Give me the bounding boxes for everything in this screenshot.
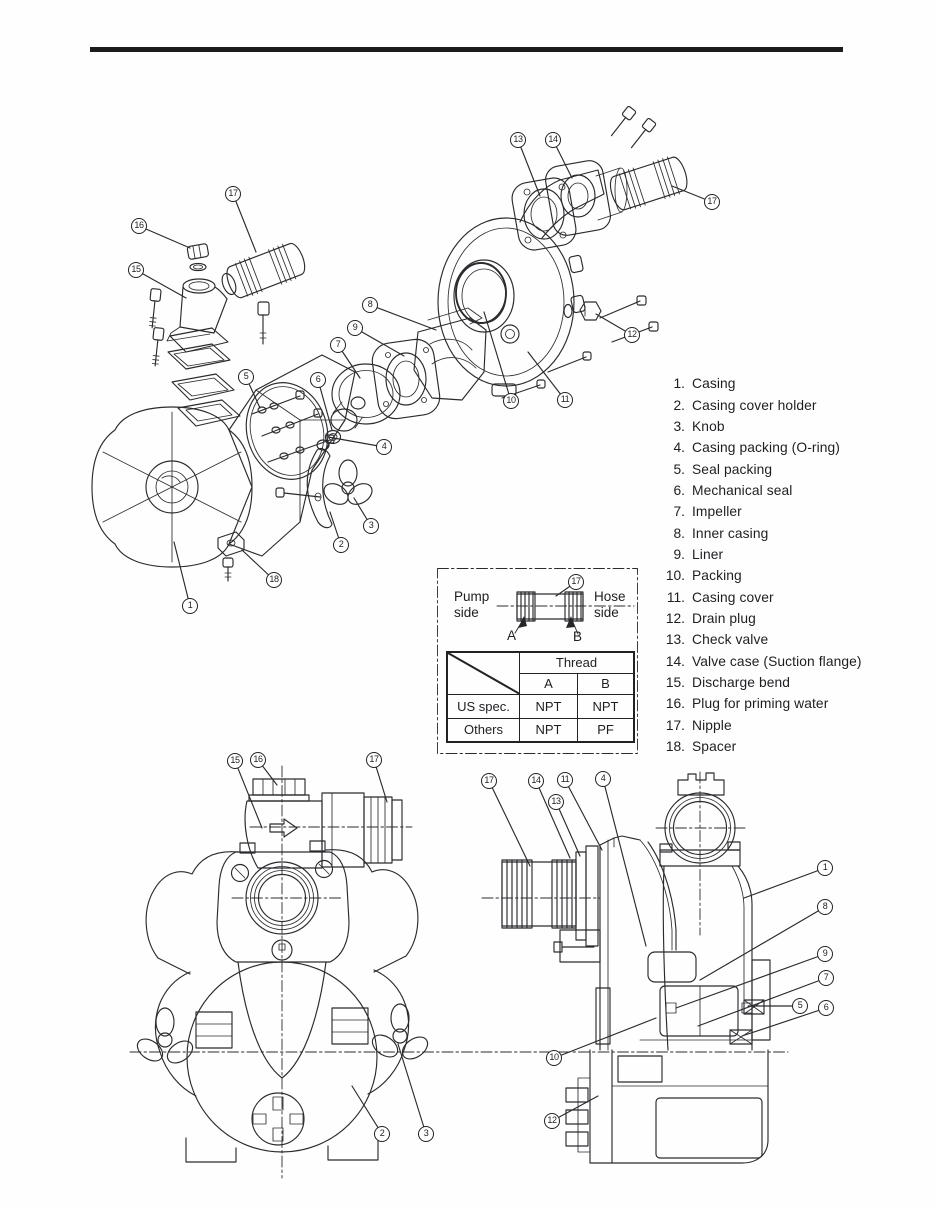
part-number: 13.	[665, 632, 685, 648]
front-view-drawing	[129, 765, 789, 1179]
part-label: Plug for priming water	[692, 696, 829, 712]
parts-list-item: 8. Inner casing	[660, 522, 862, 543]
part-label: Discharge bend	[692, 674, 791, 690]
side-view-drawing	[481, 771, 771, 1164]
parts-list-item: 7. Impeller	[660, 501, 862, 522]
part-number: 16.	[665, 696, 685, 712]
part-label: Seal packing	[692, 461, 773, 477]
parts-list-item: 3. Knob	[660, 416, 862, 437]
part-number: 12.	[665, 610, 685, 626]
top-rule	[90, 47, 843, 52]
thread-b-label: B	[573, 629, 583, 644]
part-label: Spacer	[692, 739, 737, 755]
parts-list-item: 12. Drain plug	[660, 608, 862, 629]
part-label: Casing	[692, 376, 736, 392]
diagonal-line	[448, 653, 519, 694]
parts-list-item: 17. Nipple	[660, 715, 862, 736]
us-spec-a: NPT	[519, 693, 578, 719]
part-number: 18.	[665, 739, 685, 755]
part-number: 4.	[673, 440, 685, 456]
parts-list-item: 18. Spacer	[660, 736, 862, 757]
col-b-header: B	[577, 672, 635, 695]
part-label: Inner casing	[692, 525, 769, 541]
part-number: 10.	[665, 568, 685, 584]
us-spec-label: US spec.	[446, 693, 520, 719]
parts-list: 1. Casing 2. Casing cover holder 3. Knob 4. Cas…	[660, 373, 862, 757]
thread-spec-box: Pump side Hose side A B Thread A B US sp…	[437, 568, 638, 754]
others-b: PF	[577, 717, 635, 743]
part-number: 1.	[673, 376, 685, 392]
parts-list-item: 1. Casing	[660, 373, 862, 394]
parts-list-item: 16. Plug for priming water	[660, 693, 862, 714]
part-label: Mechanical seal	[692, 482, 793, 498]
hose-side-label: Hose side	[594, 589, 626, 620]
part-label: Valve case (Suction flange)	[692, 653, 862, 669]
part-label: Packing	[692, 568, 742, 584]
part-label: Nipple	[692, 717, 732, 733]
part-label: Liner	[692, 546, 724, 562]
part-label: Drain plug	[692, 610, 756, 626]
others-label: Others	[446, 717, 520, 743]
part-number: 11.	[666, 589, 685, 605]
parts-list-item: 4. Casing packing (O-ring)	[660, 437, 862, 458]
part-number: 5.	[673, 461, 685, 477]
parts-list-item: 11. Casing cover	[660, 586, 862, 607]
part-number: 8.	[673, 525, 685, 541]
thread-header-cell: Thread	[519, 651, 635, 674]
part-number: 6.	[673, 482, 685, 498]
parts-list-item: 2. Casing cover holder	[660, 394, 862, 415]
part-number: 9.	[673, 546, 685, 562]
part-label: Casing cover holder	[692, 397, 817, 413]
part-number: 3.	[673, 418, 685, 434]
parts-list-item: 14. Valve case (Suction flange)	[660, 650, 862, 671]
parts-list-item: 6. Mechanical seal	[660, 480, 862, 501]
part-number: 15.	[665, 674, 685, 690]
part-number: 7.	[673, 504, 685, 520]
part-number: 14.	[665, 653, 685, 669]
parts-list-item: 15. Discharge bend	[660, 672, 862, 693]
thread-figure	[437, 568, 638, 754]
thread-table: Thread A B US spec. NPT NPT Others NPT P…	[446, 651, 635, 743]
us-spec-b: NPT	[577, 693, 635, 719]
thread-a-label: A	[507, 628, 517, 643]
parts-list-item: 5. Seal packing	[660, 458, 862, 479]
part-label: Check valve	[692, 632, 769, 648]
part-label: Casing packing (O-ring)	[692, 440, 840, 456]
thread-table-corner-cell	[446, 651, 520, 695]
col-a-header: A	[519, 672, 578, 695]
part-number: 2.	[673, 397, 685, 413]
parts-list-item: 9. Liner	[660, 544, 862, 565]
part-label: Casing cover	[692, 589, 774, 605]
parts-list-item: 10. Packing	[660, 565, 862, 586]
parts-list-item: 13. Check valve	[660, 629, 862, 650]
part-label: Knob	[692, 418, 725, 434]
part-number: 17.	[665, 717, 685, 733]
others-a: NPT	[519, 717, 578, 743]
part-label: Impeller	[692, 504, 742, 520]
pump-side-label: Pump side	[454, 589, 490, 620]
exploded-view-drawing	[91, 106, 688, 582]
